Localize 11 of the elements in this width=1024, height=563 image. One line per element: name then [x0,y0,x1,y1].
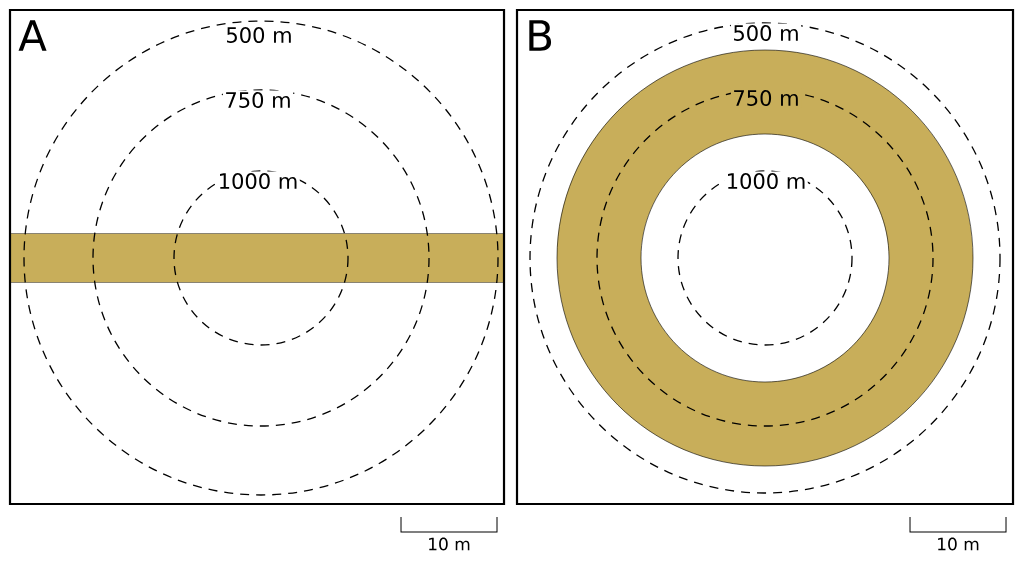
ring-band [556,49,974,467]
scale-label: 10 m [425,536,473,552]
contour-label: 750 m [222,90,294,110]
panel-letter: B [529,20,552,51]
contour-label: 500 m [223,25,295,45]
contour-label: 1000 m [724,171,808,191]
road-band [9,233,505,283]
contour-label: 500 m [730,23,802,43]
contour-label: 1000 m [216,171,300,191]
panel-letter: A [18,20,47,51]
scale-label: 10 m [934,536,982,552]
